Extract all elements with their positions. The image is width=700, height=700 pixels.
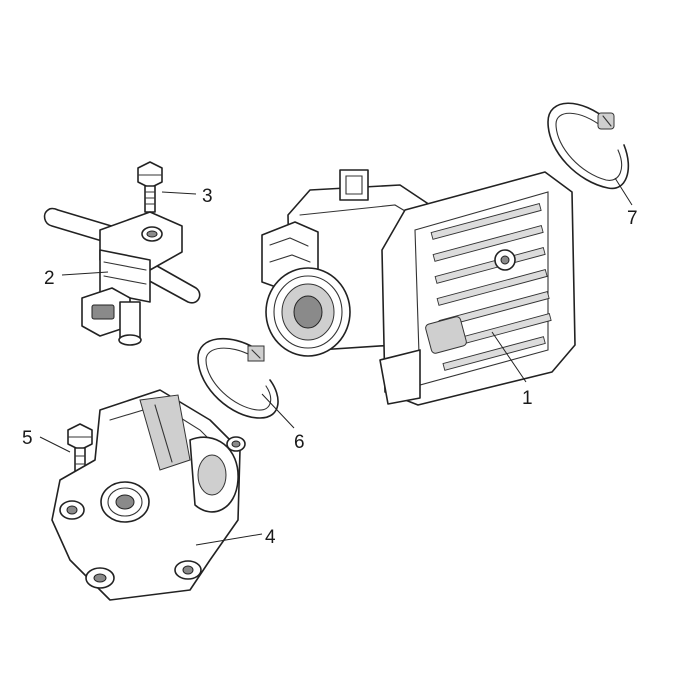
leader-line-1 (491, 331, 527, 383)
callout-2: 2 (44, 268, 55, 289)
leader-line-6 (261, 393, 295, 429)
small-hose-clamp[interactable] (197, 337, 279, 419)
large-hose-clamp[interactable] (547, 102, 630, 190)
callout-3: 3 (202, 186, 213, 207)
leader-line-7 (614, 177, 633, 206)
callout-6: 6 (294, 432, 305, 453)
leader-line-3 (161, 191, 197, 195)
leader-line-5 (39, 436, 71, 453)
injector-bolt[interactable] (137, 161, 163, 213)
leader-line-2 (61, 271, 109, 276)
leader-line-4 (195, 533, 263, 546)
throttle-body[interactable] (261, 169, 576, 406)
callout-1: 1 (522, 388, 533, 409)
callout-5: 5 (22, 428, 33, 449)
intake-manifold[interactable] (51, 389, 246, 601)
callout-7: 7 (627, 208, 638, 229)
callout-4: 4 (265, 527, 276, 548)
injector[interactable] (43, 207, 201, 346)
